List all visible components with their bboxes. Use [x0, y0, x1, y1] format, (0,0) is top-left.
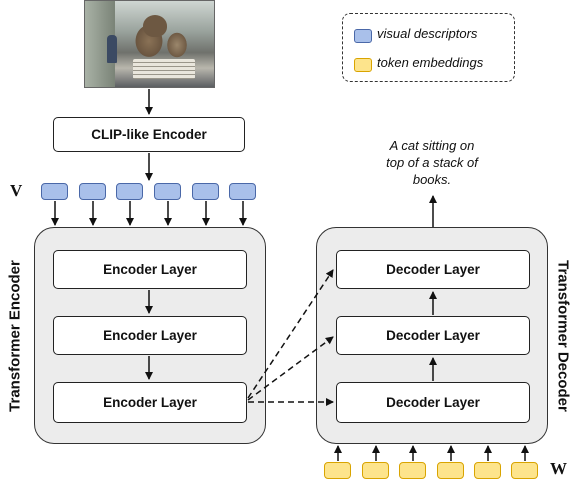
visual-token [154, 183, 181, 200]
token-embedding-swatch [354, 58, 372, 72]
legend-visual-label: visual descriptors [377, 26, 478, 41]
clip-encoder-block: CLIP-like Encoder [53, 117, 245, 152]
cross-attention-arrow-3 [247, 269, 334, 399]
token-embedding [474, 462, 501, 479]
token-embedding [324, 462, 351, 479]
visual-descriptor-swatch [354, 29, 372, 43]
encoder-layer-2: Encoder Layer [53, 316, 247, 355]
v-label: V [10, 181, 23, 200]
w-label: W [550, 459, 567, 478]
visual-token [192, 183, 219, 200]
legend: visual descriptors token embeddings [342, 13, 515, 82]
encoder-layer-3: Encoder Layer [53, 382, 247, 423]
output-caption: A cat sitting on top of a stack of books… [386, 138, 478, 187]
encoder-layer-1: Encoder Layer [53, 250, 247, 289]
token-embedding [362, 462, 389, 479]
token-embedding [437, 462, 464, 479]
input-image [84, 0, 215, 88]
decoder-layer-3: Decoder Layer [336, 250, 530, 289]
visual-token [116, 183, 143, 200]
visual-token [79, 183, 106, 200]
legend-token-label: token embeddings [377, 55, 484, 70]
token-embedding [399, 462, 426, 479]
cross-attention-arrow-2 [247, 336, 334, 401]
decoder-layer-2: Decoder Layer [336, 316, 530, 355]
token-embedding [511, 462, 538, 479]
visual-token [229, 183, 256, 200]
decoder-layer-1: Decoder Layer [336, 382, 530, 423]
visual-token [41, 183, 68, 200]
